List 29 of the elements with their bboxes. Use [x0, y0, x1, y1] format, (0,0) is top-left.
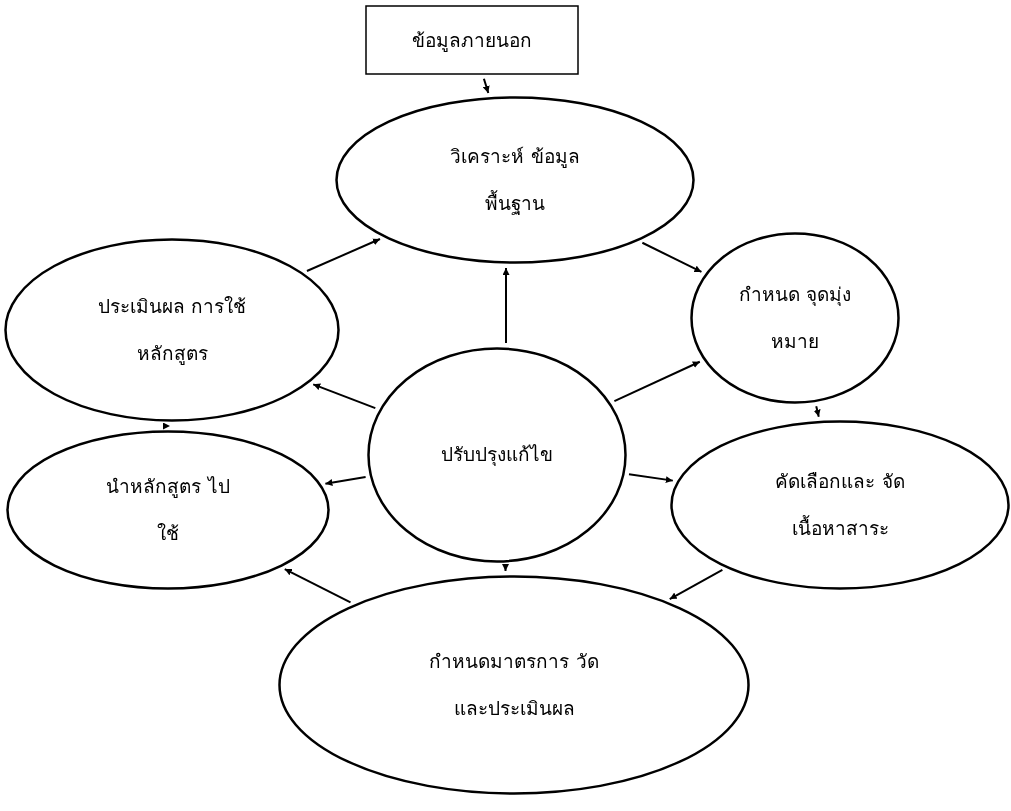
arrow	[813, 405, 821, 418]
arrow	[613, 360, 701, 403]
process-ellipse	[4, 238, 340, 422]
node-label: ข้อมูลภายนอก	[411, 27, 533, 54]
process-ellipse	[335, 96, 695, 264]
node-label: ปรับปรุงแก้ไข	[440, 442, 554, 468]
arrow	[283, 568, 352, 604]
process-ellipse	[367, 347, 627, 563]
process-ellipse	[690, 232, 900, 404]
process-box	[365, 5, 579, 75]
arrow	[628, 473, 674, 484]
arrow	[312, 383, 377, 410]
node-label: คัดเลือกและ จัดเนื้อหาสาระ	[774, 468, 906, 541]
node-label: นำหลักสูตร ไปใช้	[105, 473, 231, 546]
arrow	[502, 564, 509, 572]
arrow	[163, 423, 171, 429]
process-ellipse	[6, 430, 330, 590]
arrow	[482, 77, 490, 95]
node-label: ประเมินผล การใช้หลักสูตร	[96, 293, 247, 367]
node-label: กำหนดมาตรการ วัดและประเมินผล	[428, 648, 600, 721]
arrow	[502, 267, 510, 344]
node-label: กำหนด จุดมุ่งหมาย	[737, 281, 852, 354]
arrow	[305, 238, 381, 272]
process-ellipse	[670, 420, 1010, 590]
process-ellipse	[278, 575, 750, 795]
node-label: วิเคราะห์ ข้อมูลพื้นฐาน	[449, 143, 581, 217]
arrow	[641, 241, 703, 273]
arrow	[324, 475, 367, 486]
arrow	[668, 568, 724, 600]
